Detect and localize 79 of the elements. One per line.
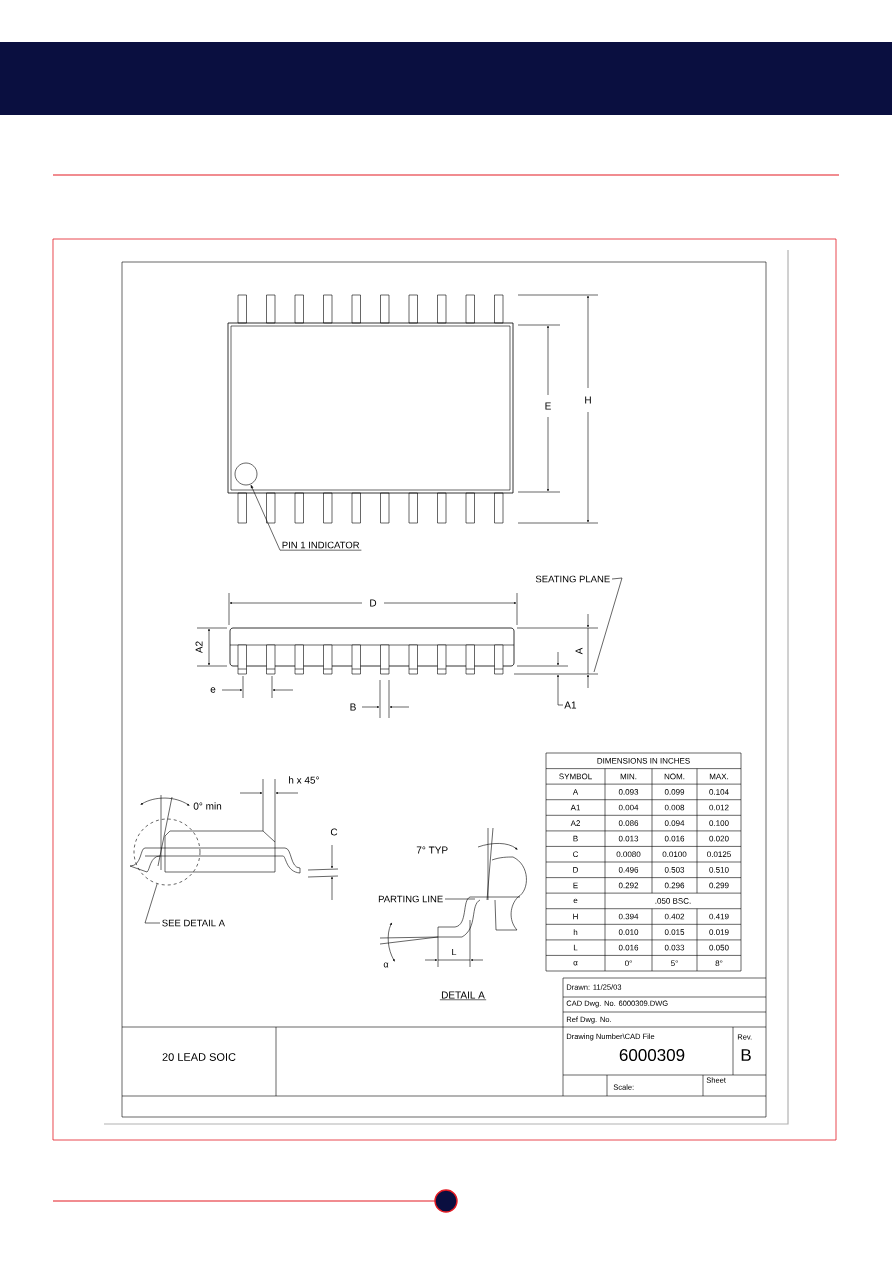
dimension-label: H — [585, 396, 591, 404]
table-cell: 0.394 — [618, 913, 639, 920]
leader-line — [593, 577, 623, 673]
table-cell: 0.012 — [709, 804, 729, 811]
detail-caption: DETAIL A — [439, 991, 487, 1001]
table-cell: SYMBOL — [559, 773, 592, 780]
leader-text: PARTING LINE — [378, 895, 443, 903]
table-cell: E — [573, 882, 578, 889]
table-cell: B — [573, 835, 578, 842]
table-cell: H — [573, 913, 578, 920]
table-cell: NOM. — [664, 773, 685, 780]
leader-text: SEE DETAIL A — [162, 919, 225, 927]
table-cell: 0.099 — [664, 789, 685, 795]
table-cell: A1 — [570, 804, 580, 811]
table-cell: 0.013 — [618, 835, 639, 842]
table-cell: .050 BSC. — [655, 898, 691, 904]
table-cell: 0.020 — [709, 835, 729, 842]
leader-line — [144, 883, 161, 924]
table-cell: 0.015 — [664, 929, 685, 935]
table-cell: 0.019 — [709, 929, 729, 935]
leader-line — [444, 898, 476, 900]
table-cell: 0.402 — [664, 913, 685, 920]
table-cell: 0.093 — [618, 789, 639, 795]
table-cell: 0.419 — [709, 913, 729, 920]
dimension-label: E — [545, 402, 551, 410]
table-cell: 0.100 — [709, 820, 729, 826]
pin-indicator-circle — [234, 462, 258, 486]
dimension-label: 7° TYP — [416, 846, 448, 854]
dimension-label: A1 — [564, 701, 577, 709]
table-cell: 0.0125 — [707, 851, 731, 858]
table-cell: 0.033 — [664, 944, 685, 951]
table-cell: 5° — [671, 960, 678, 967]
table-cell: 0.016 — [664, 835, 685, 842]
table-cell: 0.296 — [664, 882, 685, 889]
table-cell: L — [573, 944, 578, 951]
leader-text: PIN 1 INDICATOR — [282, 541, 360, 549]
dimension-label: α — [383, 962, 389, 968]
dimension-label: D — [370, 599, 377, 607]
title-block-text: B — [741, 1049, 751, 1061]
leader-line — [250, 484, 362, 551]
detail-circle — [133, 818, 201, 886]
table-cell: 8° — [715, 960, 723, 967]
table-cell: e — [573, 898, 578, 904]
table-cell: A — [572, 789, 579, 795]
table-cell: 0.0080 — [616, 851, 641, 858]
table-cell: 0.503 — [664, 867, 685, 873]
table-cell: 0.004 — [618, 804, 639, 811]
table-cell: MAX. — [709, 773, 729, 780]
title-block-text: 20 LEAD SOIC — [162, 1053, 236, 1061]
table-cell: 0.008 — [664, 804, 685, 811]
table-cell: A2 — [570, 820, 580, 826]
leader-text: SEATING PLANE — [535, 575, 610, 583]
dimension-label: L — [452, 948, 457, 956]
table-cell: 0.510 — [709, 867, 729, 873]
table-cell: MIN. — [620, 773, 637, 780]
table-cell: 0.086 — [618, 820, 639, 826]
table-cell: 0.016 — [618, 944, 639, 951]
table-cell: 0° — [625, 960, 632, 967]
table-cell: 0.094 — [664, 820, 685, 826]
table-cell: 0.496 — [618, 867, 639, 873]
title-block-text: 6000309 — [619, 1049, 685, 1062]
table-cell: 0.0100 — [662, 851, 687, 858]
dimension-label: e — [210, 687, 216, 693]
table-cell: 0.104 — [709, 789, 729, 795]
table-cell: h — [573, 929, 578, 935]
table-cell: 0.010 — [618, 929, 639, 935]
table-cell: C — [573, 851, 579, 858]
dimension-label: B — [350, 703, 356, 711]
dimension-label: A2 — [195, 641, 203, 654]
dimension-label: h x 45° — [289, 776, 319, 784]
dimension-label: 0° min — [193, 802, 222, 810]
table-cell: D — [573, 867, 578, 873]
dimension-label: C — [330, 828, 338, 836]
dimension-label: A — [575, 647, 583, 655]
table-cell: α — [573, 961, 578, 966]
table-cell: 0.050 — [709, 944, 729, 951]
table-cell: DIMENSIONS IN INCHES — [597, 758, 690, 764]
table-cell: 0.292 — [618, 882, 639, 889]
table-cell: 0.299 — [709, 882, 729, 889]
